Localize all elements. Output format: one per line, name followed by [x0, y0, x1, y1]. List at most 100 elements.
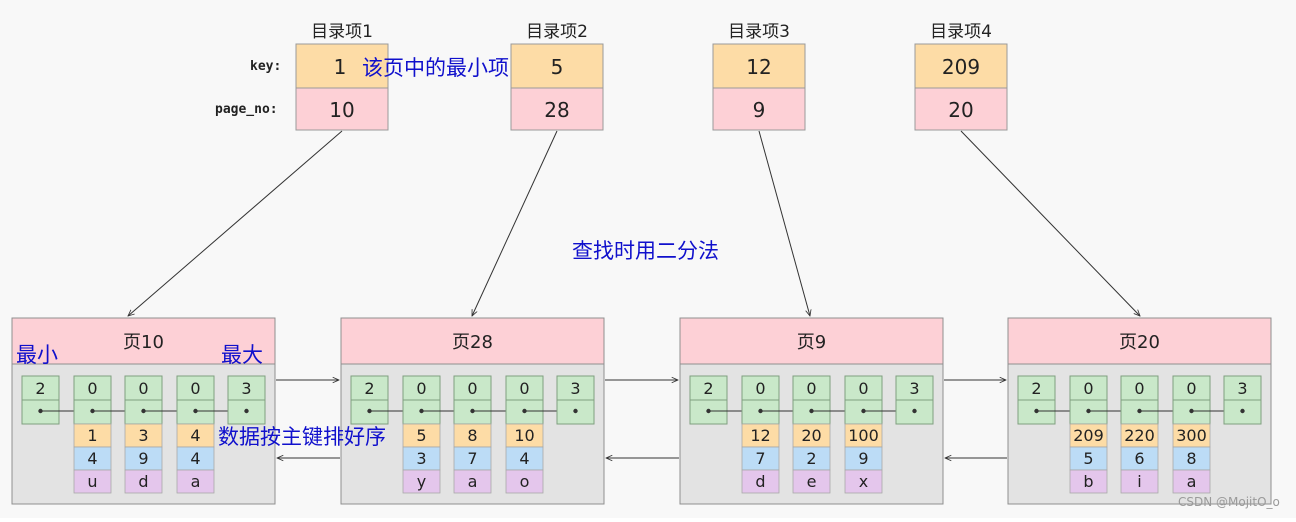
record-n-owned-cell	[505, 375, 544, 401]
pointer-dot	[1034, 408, 1039, 414]
record-n-owned: 0	[190, 379, 200, 398]
record-n-owned-cell	[895, 375, 934, 401]
pointer-dot	[1086, 408, 1091, 414]
record-n-owned: 0	[1134, 379, 1144, 398]
record-key: 3	[138, 426, 148, 445]
record-n-owned: 0	[858, 379, 868, 398]
record-n-owned: 0	[87, 379, 97, 398]
record-n-owned-cell	[21, 375, 60, 401]
record-n-owned: 3	[1237, 379, 1247, 398]
record-column-3-cell	[741, 469, 780, 494]
record-n-owned: 0	[416, 379, 426, 398]
pointer-dot	[758, 408, 763, 414]
infimum-record: 2	[350, 375, 419, 425]
page-no-cell	[712, 87, 806, 131]
infimum-record: 2	[689, 375, 758, 425]
record-column-2: 4	[87, 449, 97, 468]
record-column-3-cell	[176, 469, 215, 494]
record-n-owned: 0	[806, 379, 816, 398]
record-column-3-cell	[73, 469, 112, 494]
binary-search-annotation: 查找时用二分法	[572, 239, 719, 263]
record-n-owned: 3	[570, 379, 580, 398]
directory-item-title: 目录项3	[728, 22, 790, 42]
key-cell	[295, 43, 389, 89]
record-column-2: 4	[190, 449, 200, 468]
pointer-dot	[38, 408, 43, 414]
record-n-owned-cell	[350, 375, 389, 401]
pointer-dot	[1240, 408, 1245, 414]
record-column-3: d	[138, 472, 148, 491]
pointer-dot	[470, 408, 475, 414]
record-column-3-cell	[402, 469, 441, 494]
page-title: 页10	[123, 332, 164, 353]
pointer-dot	[244, 408, 249, 414]
record-n-owned: 0	[755, 379, 765, 398]
record-column-2: 6	[1134, 449, 1144, 468]
watermark: CSDN @MojitO_o	[1178, 495, 1280, 509]
record-column-2: 8	[1186, 449, 1196, 468]
record-n-owned-cell	[124, 375, 163, 401]
key-cell	[712, 43, 806, 89]
page-title: 页9	[797, 332, 826, 353]
min-key-annotation: 该页中的最小项	[362, 56, 509, 80]
page-header	[11, 317, 276, 365]
record-n-owned-cell	[844, 375, 883, 401]
page-no-cell	[510, 87, 604, 131]
page-header	[679, 317, 944, 365]
record-column-3: o	[520, 472, 530, 491]
pointer-dot	[90, 408, 95, 414]
record-n-owned: 0	[138, 379, 148, 398]
record-n-owned-cell	[176, 375, 215, 401]
pointer-dot	[193, 408, 198, 414]
pointer-dot	[912, 408, 917, 414]
pointer-dot	[141, 408, 146, 414]
record-n-owned-cell	[741, 375, 780, 401]
record-column-3: a	[191, 472, 201, 491]
page-no-value: 28	[544, 98, 569, 122]
record-key: 100	[848, 426, 879, 445]
record-n-owned-cell	[1069, 375, 1108, 401]
record-key: 20	[801, 426, 821, 445]
record-column-3-cell	[124, 469, 163, 494]
record-n-owned: 0	[467, 379, 477, 398]
page-header	[340, 317, 605, 365]
page-no-field-label: page_no:	[215, 102, 278, 117]
page-title: 页20	[1119, 332, 1160, 353]
record-column-2: 2	[806, 449, 816, 468]
key-cell	[914, 43, 1008, 89]
directory-to-page-connectors	[128, 130, 1140, 316]
record-key: 12	[750, 426, 770, 445]
key-value: 5	[551, 55, 564, 79]
directory-page-pointer	[960, 130, 1140, 316]
key-value: 209	[942, 55, 980, 79]
record-column-3: x	[859, 472, 868, 491]
record-column-2: 7	[467, 449, 477, 468]
record-key: 220	[1124, 426, 1155, 445]
page-no-value: 20	[948, 98, 973, 122]
record-column-3: d	[755, 472, 765, 491]
record-n-owned: 2	[703, 379, 713, 398]
record-column-3: b	[1083, 472, 1093, 491]
record-n-owned: 2	[364, 379, 374, 398]
record-column-2: 4	[519, 449, 529, 468]
record-n-owned: 0	[1186, 379, 1196, 398]
record-column-3-cell	[1120, 469, 1159, 494]
supremum-record: 3	[556, 375, 595, 425]
record-column-3-cell	[844, 469, 883, 494]
record-next-pointer-cell	[1017, 399, 1056, 425]
pointer-dot	[809, 408, 814, 414]
record-next-pointer-cell	[124, 399, 163, 425]
page-no-value: 9	[753, 98, 766, 122]
record-n-owned-cell	[1120, 375, 1159, 401]
